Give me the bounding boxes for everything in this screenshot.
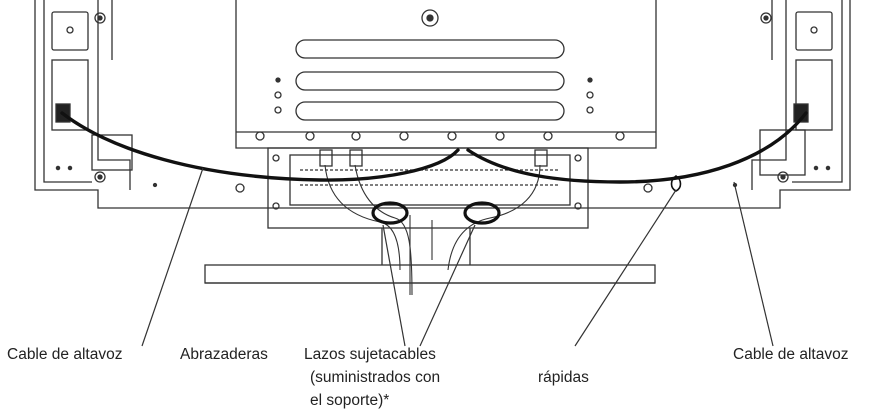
tv-frame <box>34 0 851 209</box>
label-clamps: Abrazaderas <box>180 346 268 363</box>
label-speaker-cable-left: Cable de altavoz <box>7 346 123 363</box>
speaker-cables <box>60 111 808 184</box>
label-cable-ties-line1: Lazos sujetacables <box>304 346 436 363</box>
label-speaker-cable-right: Cable de altavoz <box>733 346 849 363</box>
rear-housing <box>235 0 657 149</box>
label-cable-ties-line2: (suministrados con <box>310 369 441 386</box>
label-cable-ties-line3: el soporte)* <box>310 392 390 409</box>
terminal-panel <box>267 147 589 229</box>
leader-lines <box>141 167 774 347</box>
label-quick: rápidas <box>538 369 589 386</box>
stand <box>204 228 656 284</box>
cable-tie-icons <box>371 201 501 225</box>
